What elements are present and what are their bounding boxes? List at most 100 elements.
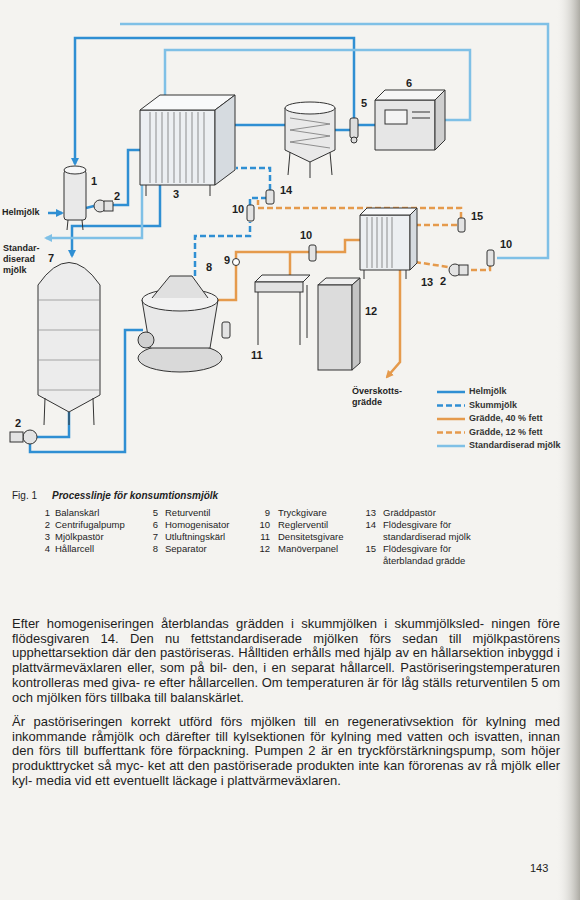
whole-milk-pipes-part: [37, 412, 69, 437]
key-text: Flödesgivare för standardiserad mjölk: [383, 519, 495, 543]
cream-pasteurizer-part: [360, 215, 410, 270]
density-transmitter: [255, 275, 310, 345]
callout-number: 2: [439, 275, 447, 287]
figure-number: Fig. 1: [12, 490, 37, 501]
key-text: Balanskärl: [55, 507, 155, 519]
deaeration-vessel-part: [69, 412, 70, 425]
whole-milk-pipes-part: [112, 150, 140, 205]
callout-number: 10: [299, 229, 313, 241]
page-number: 143: [530, 862, 548, 874]
flow-label: Överskotts- grädde: [352, 386, 412, 408]
whole-milk-pipes-part: [235, 124, 285, 127]
callout-number: 8: [205, 261, 213, 273]
homogenizer-part: [412, 112, 430, 113]
key-number: 15: [360, 543, 376, 554]
callout-number: 2: [113, 190, 121, 202]
key-number: 10: [254, 519, 270, 530]
cream-40-pipes-part: [387, 270, 400, 377]
callout-number: 10: [231, 203, 245, 215]
key-text: Mjölkpastör: [55, 531, 155, 543]
key-text: Reglerventil: [278, 519, 378, 531]
legend-samples-part: [437, 431, 465, 434]
legend-samples-part: [437, 404, 465, 407]
legend-text: Grädde, 40 % fett: [469, 413, 543, 423]
key-number: 13: [360, 507, 376, 518]
key-number: 4: [34, 543, 50, 554]
homogenizer-part: [375, 100, 435, 150]
deaeration-vessel-part: [38, 300, 100, 390]
balance-tank-part: [64, 170, 86, 220]
flow-label: Standar- diserad mjölk: [3, 243, 45, 275]
key-text: Tryckgivare: [278, 507, 378, 519]
return-valve-part: [350, 118, 358, 138]
callout-number: 2: [14, 417, 22, 429]
skim-milk-pipes-part: [236, 168, 270, 190]
callout-number: 6: [405, 77, 413, 89]
holding-cell-part: [288, 152, 290, 175]
cream-pasteurizer-part: [367, 217, 392, 268]
whole-milk-pipes-part: [86, 206, 94, 208]
legend-samples-part: [437, 418, 465, 421]
key-number: 6: [142, 519, 158, 530]
centrifugal-pump: [10, 430, 37, 444]
separator-part: [152, 276, 208, 298]
plate-pasteurizer-part: [215, 95, 235, 185]
callout-number: 14: [279, 184, 293, 196]
key-number: 7: [142, 531, 158, 542]
density-transmitter-part: [255, 275, 310, 282]
callout-number: 9: [223, 254, 231, 266]
holding-cell-part: [330, 152, 332, 175]
density-transmitter-part: [307, 285, 308, 338]
cream-40-pipes-part: [289, 252, 292, 276]
plate-pasteurizer-part: [210, 185, 211, 196]
centrifugal-pump-part: [104, 201, 113, 211]
legend-samples-part: [437, 445, 465, 448]
key-text: Flödesgivare för återblandad grädde: [383, 543, 495, 567]
cream-pasteurizer-part: [360, 208, 417, 215]
control-panel-part: [318, 285, 352, 370]
standardized-milk-pipes: [46, 24, 548, 258]
legend-text: Helmjölk: [469, 386, 507, 396]
control-panel-part: [352, 278, 360, 370]
callout-number: 10: [499, 238, 513, 250]
key-text: Returventil: [165, 507, 265, 519]
callout-number: 11: [250, 349, 264, 361]
body-paragraph: Är pastöriseringen korrekt utförd förs m…: [12, 715, 560, 789]
homogenizer-part: [412, 118, 430, 119]
legend-text: Skummjölk: [469, 400, 517, 410]
plate-pasteurizer-part: [150, 112, 204, 183]
key-number: 12: [254, 543, 270, 554]
flow-label: Helmjölk: [2, 207, 48, 218]
standardized-milk-pipes-part: [46, 185, 142, 238]
centrifugal-pump: [94, 200, 113, 212]
key-number: 9: [254, 507, 270, 518]
return-valve: [350, 118, 358, 143]
instruments-part: [458, 218, 465, 232]
cream-12-pipes-part: [415, 262, 448, 267]
instruments-part: [247, 205, 254, 221]
plate-pasteurizer: [140, 95, 235, 196]
key-text: Manöverpanel: [278, 543, 378, 555]
deaeration-vessel-part: [44, 398, 45, 425]
callout-number: 12: [364, 305, 378, 317]
instruments-part: [487, 250, 494, 266]
separator: [138, 276, 230, 372]
cream-pasteurizer: [360, 208, 417, 279]
whole-milk-pipes-part: [358, 124, 375, 127]
callout-number: 15: [470, 210, 484, 222]
standardized-milk-pipes-part: [120, 24, 548, 258]
holding-cell-part: [290, 118, 330, 148]
balance-tank-part: [82, 220, 83, 230]
balance-tank-part: [64, 166, 86, 174]
density-transmitter-part: [258, 292, 259, 345]
whole-milk-pipes-part: [335, 129, 350, 132]
holding-cell: [285, 102, 335, 178]
key-text: Densitetsgivare: [278, 531, 378, 543]
control-panel: [318, 278, 360, 370]
key-text: Utluftningskärl: [165, 531, 265, 543]
whole-milk-pipes: [30, 38, 375, 452]
callout-number: 13: [420, 276, 434, 288]
density-transmitter-part: [255, 282, 303, 292]
instruments-part: [309, 245, 316, 261]
